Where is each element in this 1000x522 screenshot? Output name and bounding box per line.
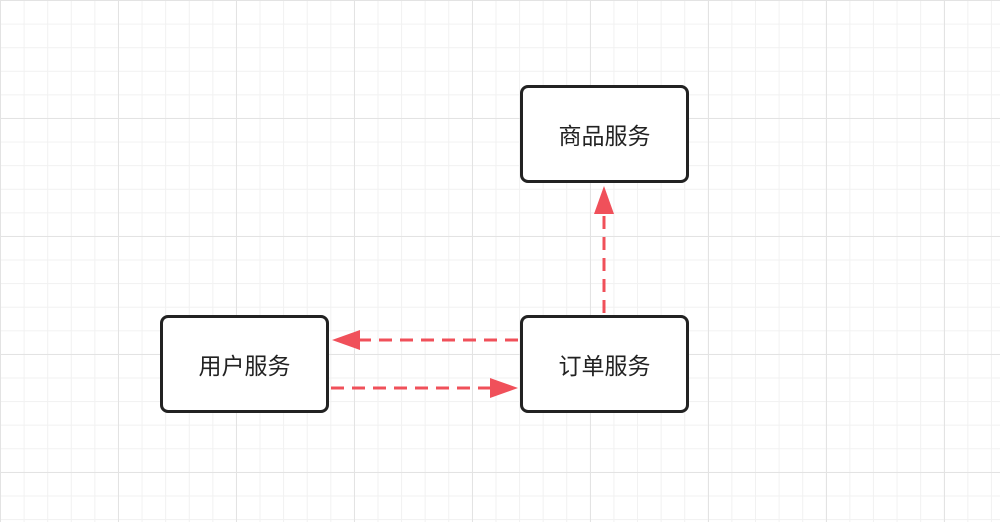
- node-user-service[interactable]: 用户服务: [160, 315, 329, 413]
- arrowhead-up-icon: [594, 186, 614, 214]
- edge-user-to-order[interactable]: [331, 378, 518, 398]
- node-order-service[interactable]: 订单服务: [520, 315, 689, 413]
- node-label: 用户服务: [198, 354, 291, 380]
- edge-order-to-product[interactable]: [594, 186, 614, 313]
- arrowhead-left-icon: [332, 330, 360, 350]
- node-product-service[interactable]: 商品服务: [520, 85, 689, 183]
- node-label: 商品服务: [558, 124, 651, 150]
- node-label: 订单服务: [558, 354, 651, 380]
- arrowhead-right-icon: [490, 378, 518, 398]
- edge-order-to-user[interactable]: [332, 330, 518, 350]
